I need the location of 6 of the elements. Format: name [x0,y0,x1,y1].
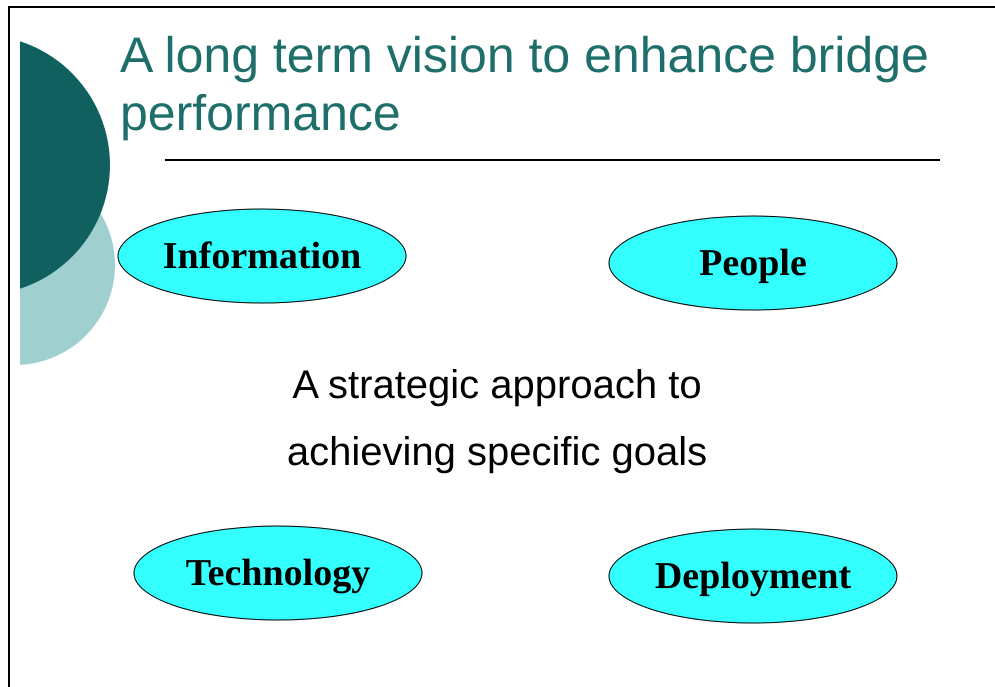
title: A long term vision to enhance bridge performance [120,26,930,142]
ellipse-node: Deployment [608,528,898,624]
ellipse-node: People [608,215,898,311]
center-text: A strategic approach to achieving specific goals [286,362,708,476]
ellipse-node: Information [117,208,407,304]
ellipse-node: Technology [133,525,423,621]
